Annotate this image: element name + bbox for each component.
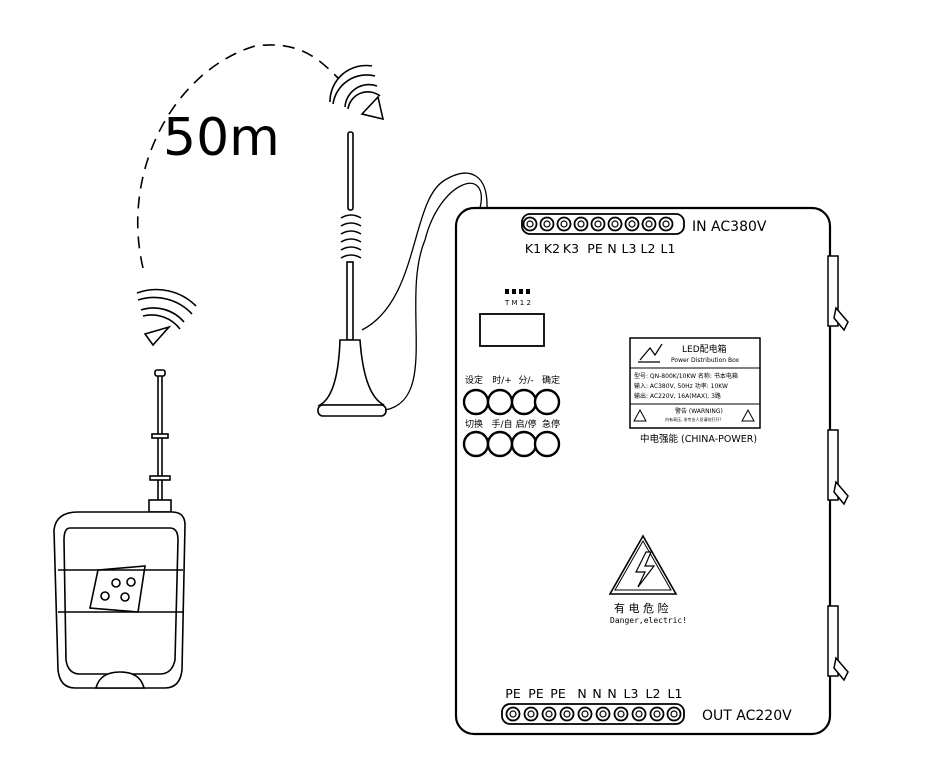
- terminal-label: PE: [528, 686, 544, 701]
- display-screen: [479, 313, 545, 347]
- button-row-1: [462, 388, 561, 416]
- manual-auto-button[interactable]: [486, 430, 514, 458]
- terminal-label: N: [607, 241, 616, 256]
- start-stop-button[interactable]: [510, 430, 538, 458]
- terminal-label: PE: [587, 241, 603, 256]
- terminal-label: L2: [641, 241, 656, 256]
- button-label: 分/-: [518, 375, 533, 386]
- terminal-label: N: [592, 686, 601, 701]
- button-label: 切换: [465, 418, 483, 430]
- terminal-label: L1: [661, 241, 676, 256]
- terminal-label: L1: [668, 686, 683, 701]
- emergency-stop-button[interactable]: [533, 430, 561, 458]
- terminal-label: K3: [563, 241, 579, 256]
- button-label: 设定: [465, 374, 483, 386]
- set-button[interactable]: [462, 388, 490, 416]
- status-indicators: [505, 289, 530, 294]
- minute-minus-button[interactable]: [510, 388, 538, 416]
- warning-title: 警告 (WARNING): [675, 407, 723, 415]
- switch-button[interactable]: [462, 430, 490, 458]
- button-label: 启/停: [515, 418, 536, 430]
- confirm-button[interactable]: [533, 388, 561, 416]
- output-terminal-block: [501, 703, 685, 725]
- input-label: IN AC380V: [692, 219, 767, 235]
- brand-text: 中电强能 (CHINA-POWER): [640, 433, 757, 445]
- nameplate-title: LED配电箱: [682, 343, 727, 355]
- range-label: 50m: [163, 108, 280, 168]
- remote-control: [53, 369, 186, 689]
- distribution-box: [454, 206, 832, 736]
- nameplate: LED配电箱 Power Distribution Box 型号: QN-800…: [629, 337, 761, 429]
- range-arc: [136, 44, 339, 269]
- indicator-label: T M 1 2: [504, 299, 531, 307]
- danger-sign: 有 电 危 险 Danger,electric!: [608, 534, 687, 625]
- hour-plus-button[interactable]: [486, 388, 514, 416]
- warning-text: 内有高压, 非专业人员请勿打开!: [665, 416, 721, 422]
- nameplate-subtitle: Power Distribution Box: [671, 357, 740, 364]
- nameplate-line-1: 型号: QN-800K/10KW 名称: 书本电箱: [634, 372, 738, 380]
- danger-label-cn: 有 电 危 险: [614, 601, 669, 615]
- terminal-label: K2: [544, 241, 560, 256]
- terminal-label: L3: [624, 686, 639, 701]
- button-label: 手/自: [491, 418, 512, 430]
- button-label: 时/+: [492, 374, 512, 386]
- button-label: 急停: [542, 418, 560, 430]
- warning-icon: [633, 408, 755, 422]
- box-hinges: [827, 255, 849, 682]
- terminal-label: PE: [505, 686, 521, 701]
- terminal-label: N: [577, 686, 586, 701]
- danger-label-en: Danger,electric!: [610, 616, 687, 625]
- terminal-label: PE: [550, 686, 566, 701]
- nameplate-line-2: 输入: AC380V, 50Hz 功率: 10KW: [634, 382, 728, 390]
- button-label: 确定: [542, 374, 560, 386]
- nameplate-line-3: 输出: AC220V, 16A(MAX), 3路: [634, 392, 721, 400]
- terminal-label: K1: [525, 241, 541, 256]
- terminal-label: N: [607, 686, 616, 701]
- antenna: [316, 131, 488, 417]
- terminal-label: L2: [646, 686, 661, 701]
- button-row-2: [462, 430, 561, 458]
- input-terminal-block: [521, 213, 685, 235]
- output-label: OUT AC220V: [702, 708, 792, 724]
- brand-logo: [638, 343, 663, 363]
- wireless-signal-icon: [136, 288, 197, 347]
- terminal-label: L3: [622, 241, 637, 256]
- button-row-1-labels: 设定时/+ 分/- 确定: [465, 374, 560, 386]
- button-row-2-labels: 切换手/自启/停急停: [465, 418, 560, 430]
- wireless-signal-icon: [329, 64, 385, 121]
